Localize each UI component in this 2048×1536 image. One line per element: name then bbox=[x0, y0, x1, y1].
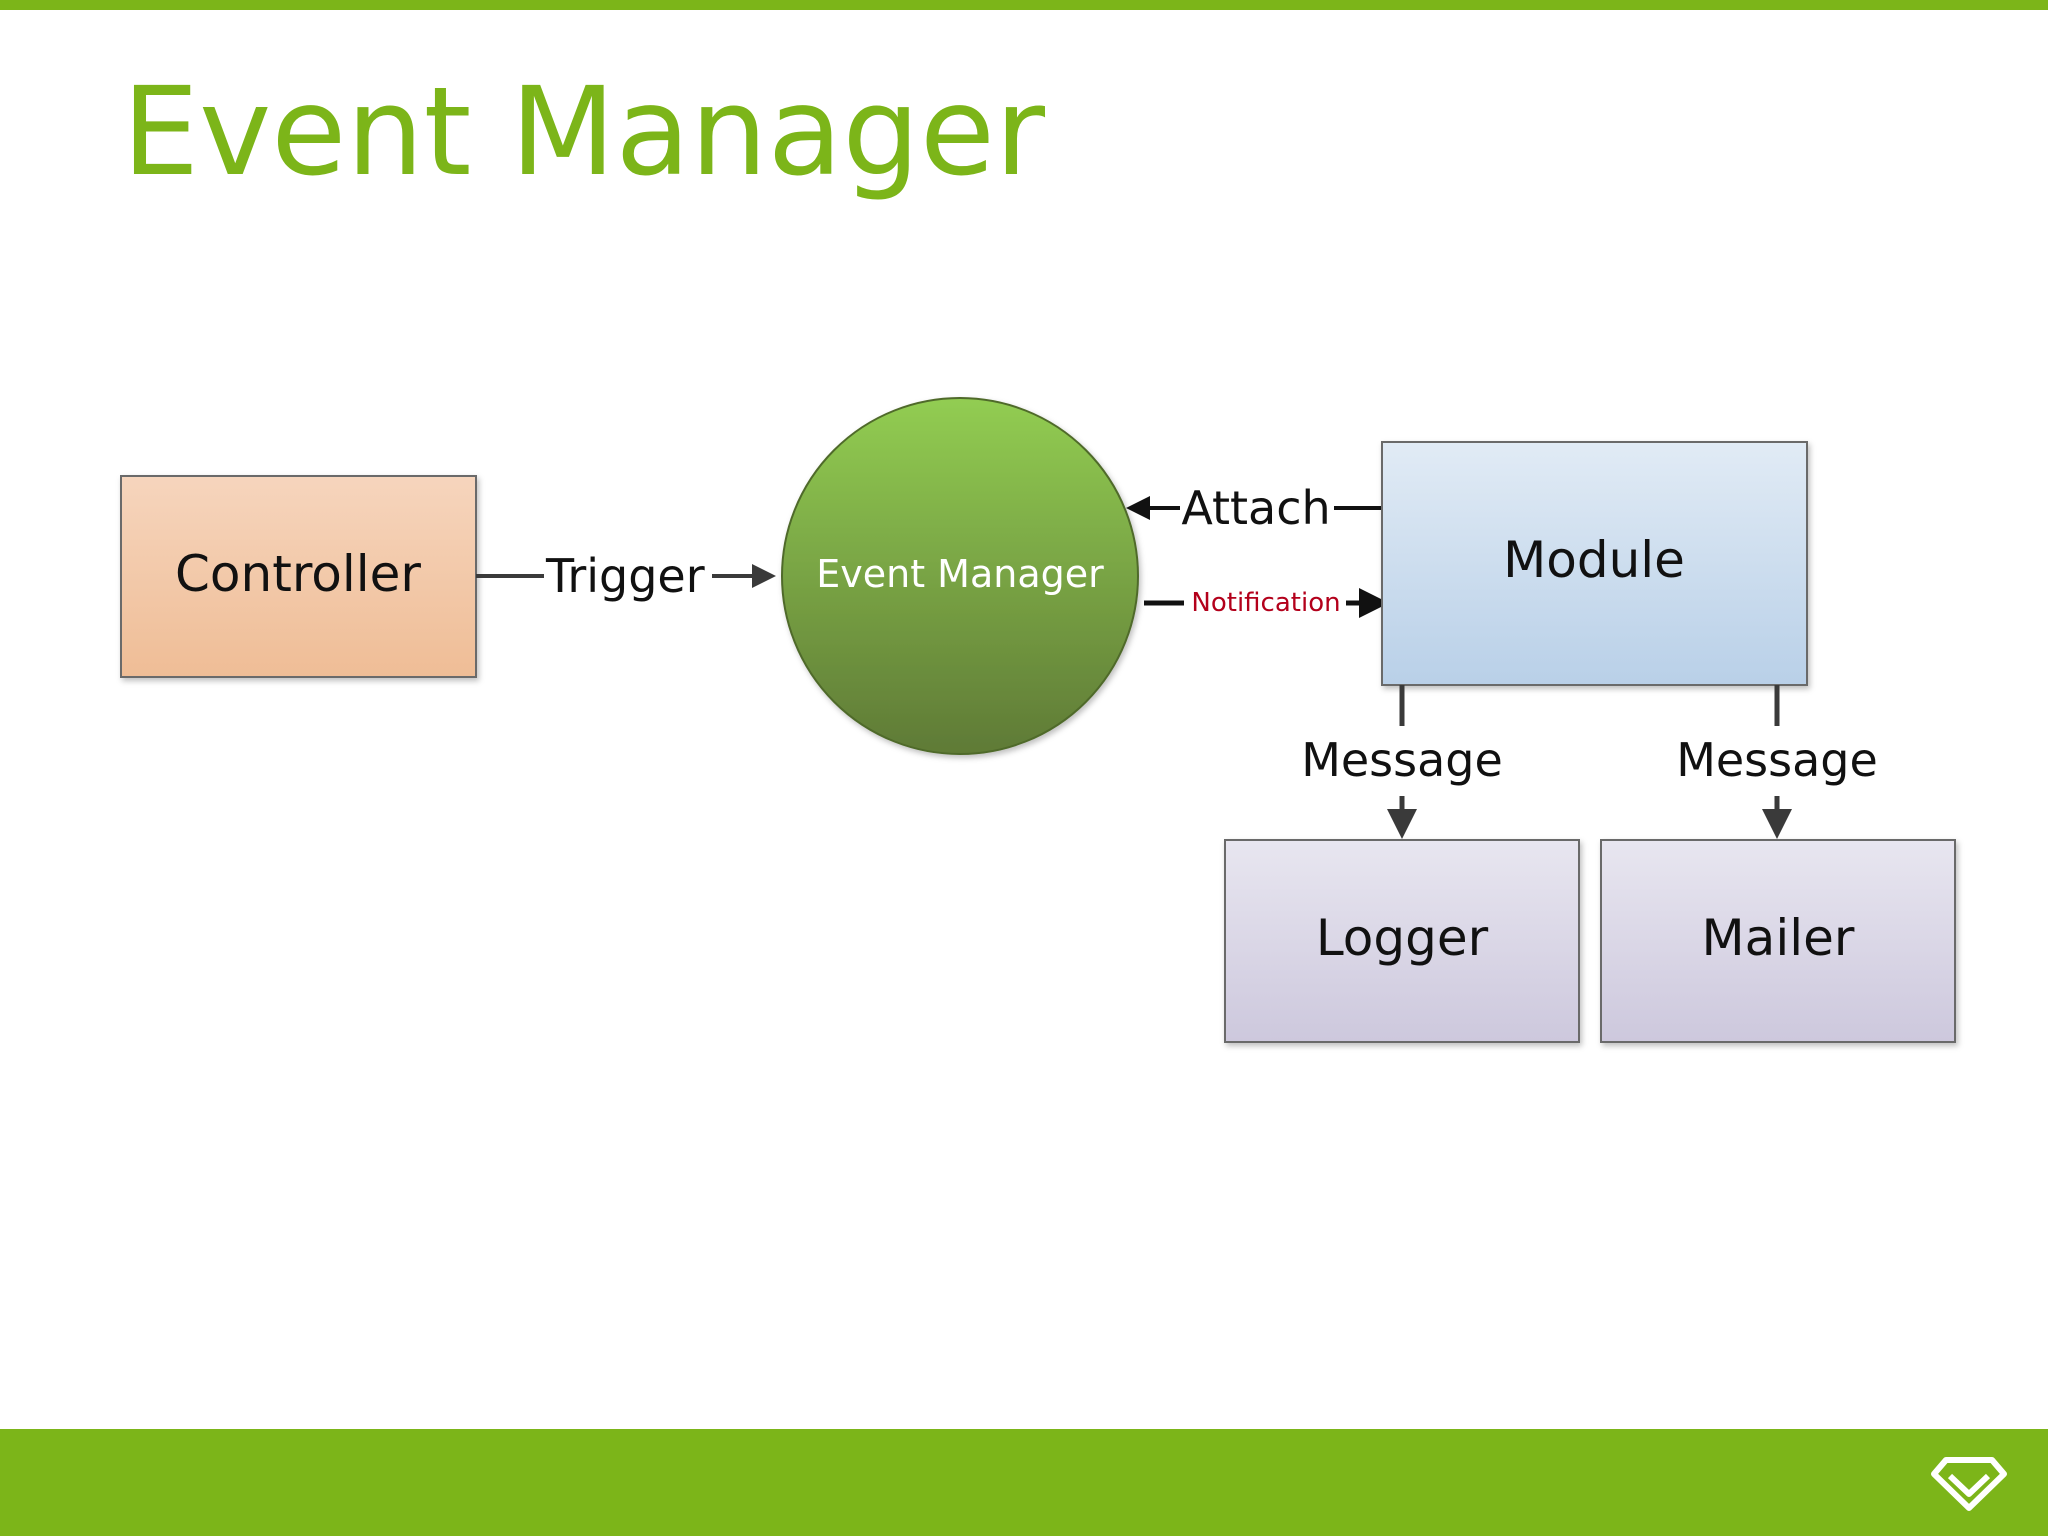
attach-edge: Attach bbox=[1126, 481, 1392, 535]
bottom-accent-bar bbox=[0, 1429, 2048, 1536]
slide-title: Event Manager bbox=[122, 61, 1046, 203]
event-manager-node: Event Manager bbox=[781, 397, 1139, 755]
trigger-label: Trigger bbox=[545, 549, 705, 603]
message-edge-mailer: Message bbox=[1676, 685, 1878, 839]
logger-node: Logger bbox=[1224, 839, 1580, 1043]
message-edge-logger: Message bbox=[1301, 685, 1503, 839]
message-mailer-label: Message bbox=[1676, 733, 1878, 787]
module-node: Module bbox=[1381, 441, 1808, 686]
mailer-node: Mailer bbox=[1600, 839, 1956, 1043]
controller-label: Controller bbox=[175, 545, 421, 603]
notification-edge: Notification bbox=[1144, 588, 1389, 618]
mailer-label: Mailer bbox=[1702, 909, 1855, 967]
notification-label: Notification bbox=[1191, 588, 1340, 618]
attach-label: Attach bbox=[1181, 481, 1330, 535]
event-manager-label: Event Manager bbox=[816, 552, 1104, 596]
logger-label: Logger bbox=[1316, 909, 1489, 967]
controller-node: Controller bbox=[120, 475, 477, 678]
trigger-edge: Trigger bbox=[476, 549, 776, 603]
message-logger-label: Message bbox=[1301, 733, 1503, 787]
top-accent-bar bbox=[0, 0, 2048, 10]
module-label: Module bbox=[1503, 531, 1685, 589]
diamond-logo-icon bbox=[1931, 1457, 2007, 1511]
